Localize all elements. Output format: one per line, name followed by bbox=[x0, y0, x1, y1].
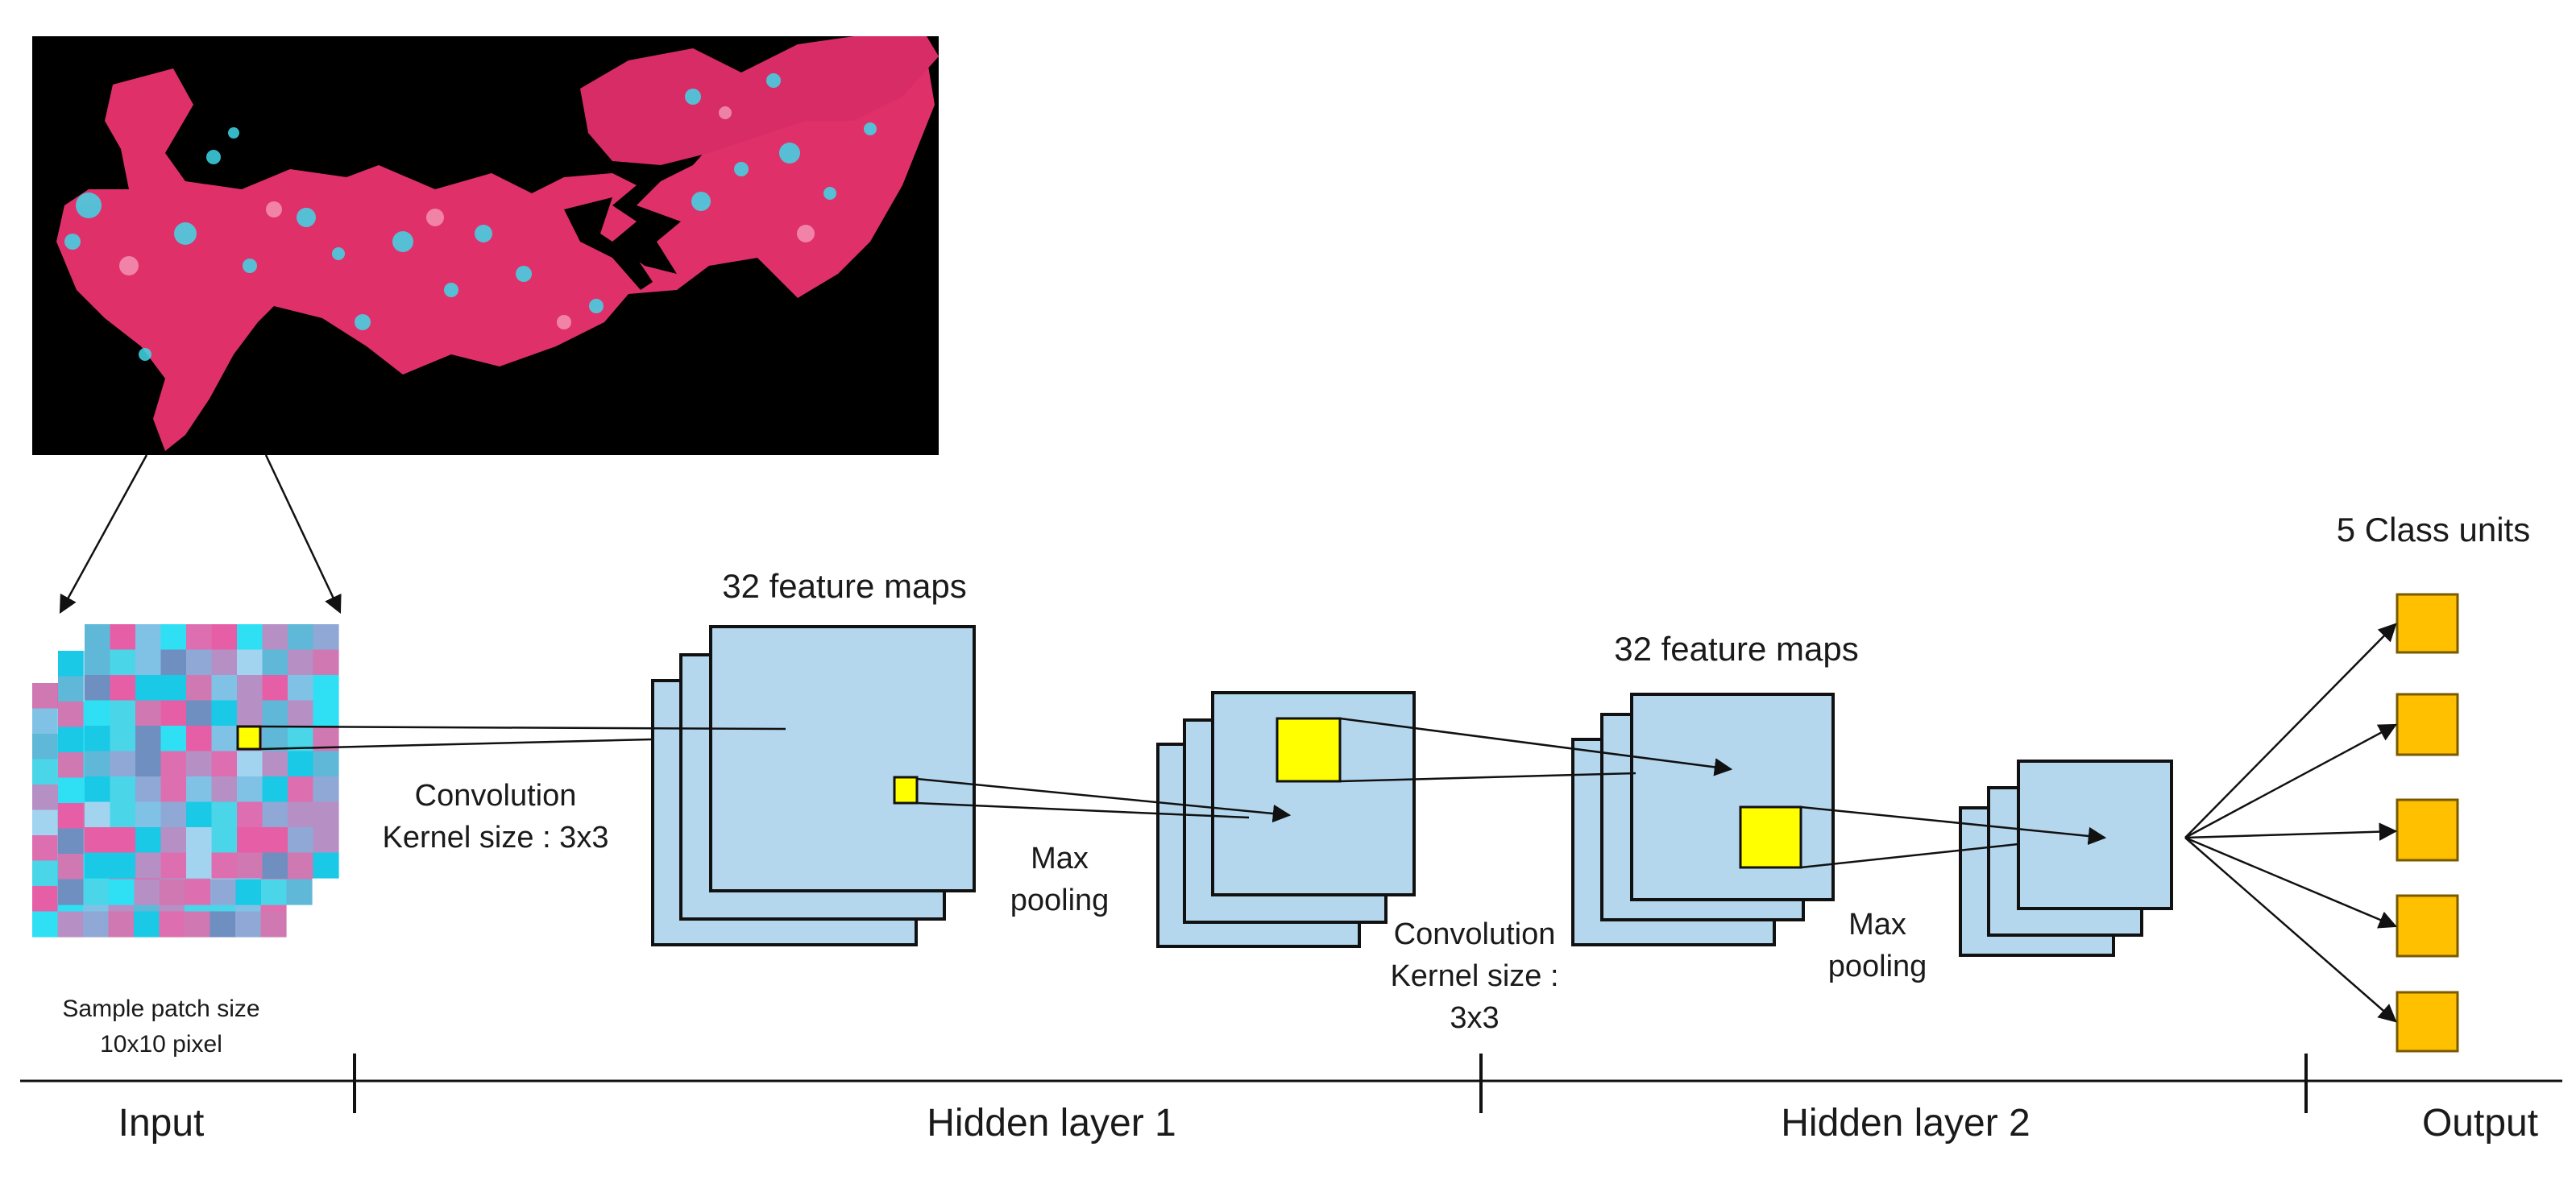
stage-hidden2-label: Hidden layer 2 bbox=[1781, 1102, 2031, 1145]
patch-kernel-highlight bbox=[236, 725, 262, 751]
conv1-label-line1: Convolution bbox=[415, 779, 577, 813]
feature-maps-label-1: 32 feature maps bbox=[722, 567, 967, 605]
stage-axis bbox=[20, 1054, 2562, 1113]
output-class-units bbox=[2396, 593, 2459, 1053]
maxpool1-label-line1: Max bbox=[1031, 842, 1089, 876]
sample-patch bbox=[32, 624, 339, 938]
conv2-label-line1: Convolution bbox=[1394, 917, 1556, 951]
zoom-arrow-left bbox=[59, 454, 148, 614]
class-unit bbox=[2396, 991, 2459, 1053]
patch-size-label-line2: 10x10 pixel bbox=[100, 1031, 222, 1058]
hidden2-kernel bbox=[1739, 805, 1802, 869]
class-unit bbox=[2396, 693, 2459, 756]
stage-input-label: Input bbox=[118, 1102, 205, 1145]
class-unit bbox=[2396, 798, 2459, 862]
stage-output-label: Output bbox=[2422, 1102, 2538, 1145]
zoom-arrow-right bbox=[264, 454, 342, 615]
maxpool1-label-line2: pooling bbox=[1010, 884, 1110, 917]
class-unit bbox=[2396, 593, 2459, 654]
hidden2-pooled-maps bbox=[1959, 760, 2173, 957]
conv1-label-line2: Kernel size : 3x3 bbox=[383, 821, 609, 855]
stage-hidden1-label: Hidden layer 1 bbox=[927, 1102, 1176, 1145]
satellite-land-mass-east bbox=[580, 36, 939, 165]
conv2-label-line2: Kernel size : bbox=[1390, 959, 1558, 993]
maxpool2-label-line2: pooling bbox=[1828, 950, 1927, 983]
connection-lines bbox=[259, 623, 2398, 1023]
patch-layer bbox=[85, 624, 339, 879]
conv2-label-line3: 3x3 bbox=[1450, 1001, 1499, 1035]
satellite-land-mass bbox=[56, 56, 935, 451]
class-units-label: 5 Class units bbox=[2337, 511, 2530, 549]
satellite-river bbox=[564, 197, 653, 290]
feature-maps-label-2: 32 feature maps bbox=[1614, 630, 1859, 668]
hidden1-kernel bbox=[893, 776, 919, 805]
hidden1-conv-feature-maps bbox=[651, 625, 976, 946]
class-unit bbox=[2396, 894, 2459, 958]
satellite-image bbox=[32, 36, 939, 455]
hidden1-pooled-kernel bbox=[1276, 717, 1342, 783]
patch-size-label-line1: Sample patch size bbox=[62, 996, 259, 1022]
maxpool2-label-line1: Max bbox=[1848, 908, 1906, 942]
